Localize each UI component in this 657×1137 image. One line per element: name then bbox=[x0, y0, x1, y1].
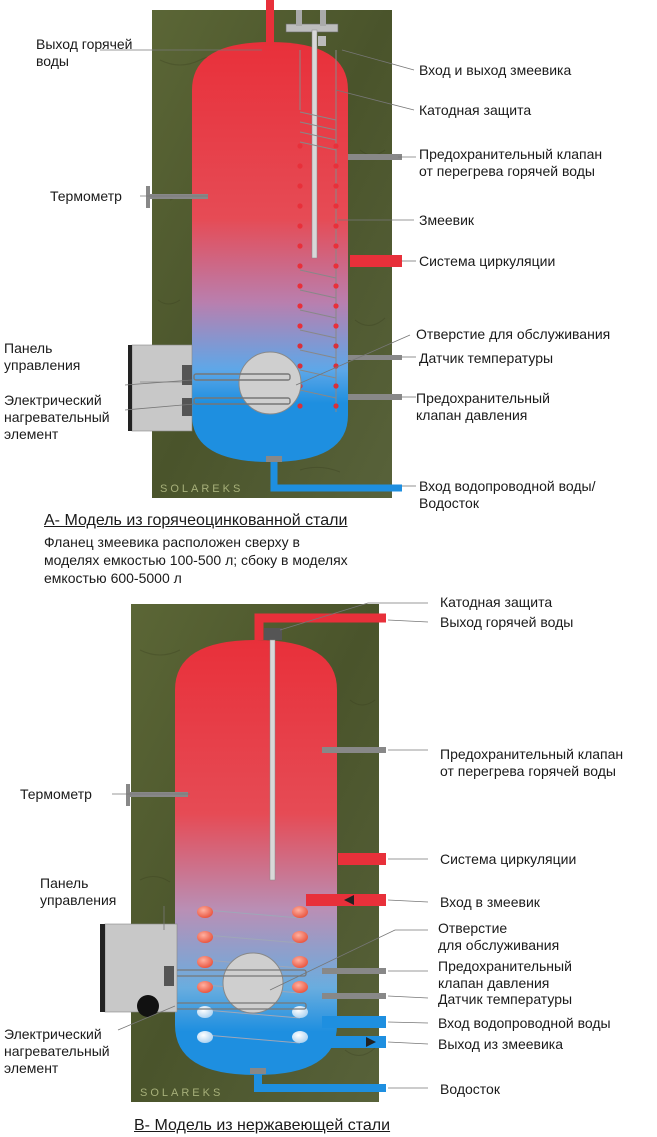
coil-turn-b bbox=[292, 906, 308, 918]
coil-turn-a bbox=[333, 163, 339, 169]
coil-turn-a bbox=[297, 203, 303, 209]
coil-turn-a bbox=[297, 283, 303, 289]
coil-turn-a bbox=[333, 283, 339, 289]
brand-a: SOLAREKS bbox=[160, 483, 243, 495]
coil-turn-b bbox=[292, 981, 308, 993]
label-cathodic-b: Катодная защита bbox=[440, 594, 553, 610]
label-circulation-b: Система циркуляции bbox=[440, 851, 577, 867]
temp-sensor-b bbox=[322, 993, 386, 999]
label-control-panel-b: Панель управления bbox=[40, 875, 117, 908]
coil-turn-a bbox=[297, 303, 303, 309]
title-b: В- Модель из нержавеющей стали bbox=[134, 1117, 391, 1134]
service-hole-b bbox=[222, 952, 284, 1014]
cathodic-anode-b bbox=[269, 639, 276, 881]
service-hole-a bbox=[238, 351, 302, 415]
coil-turn-a bbox=[297, 143, 303, 149]
coil-a bbox=[299, 50, 337, 412]
coil-turn-b bbox=[197, 981, 213, 993]
label-coil-a: Змеевик bbox=[419, 212, 475, 228]
label-coil-in-b: Вход в змеевик bbox=[440, 894, 540, 910]
label-heater-b: Электрический нагревательный элемент bbox=[4, 1026, 110, 1076]
coil-turn-a bbox=[297, 243, 303, 249]
coil-turn-a bbox=[333, 403, 339, 409]
coil-turn-a bbox=[297, 323, 303, 329]
label-circulation-a: Система циркуляции bbox=[419, 253, 556, 269]
label-water-in-b: Вход водопроводной воды bbox=[438, 1015, 611, 1031]
coil-turn-a bbox=[333, 143, 339, 149]
coil-turn-a bbox=[297, 223, 303, 229]
label-control-panel-a: Панель управления bbox=[4, 340, 81, 373]
coil-turn-b bbox=[292, 931, 308, 943]
coil-turn-b bbox=[197, 906, 213, 918]
coil-turn-a bbox=[333, 303, 339, 309]
diagram-b: SOLAREKS bbox=[100, 602, 429, 1102]
label-heater-a: Электрический нагревательный элемент bbox=[4, 392, 110, 442]
coil-turn-b bbox=[292, 956, 308, 968]
label-temp-sensor-b: Датчик температуры bbox=[438, 991, 573, 1007]
brand-b: SOLAREKS bbox=[140, 1087, 223, 1099]
diagram-a: SOLAREKS bbox=[100, 0, 416, 498]
coil-turn-b bbox=[197, 1006, 213, 1018]
leaders-a bbox=[100, 49, 416, 487]
coil-turn-b bbox=[197, 1031, 213, 1043]
coil-turn-a bbox=[297, 403, 303, 409]
coil-turn-b bbox=[292, 1031, 308, 1043]
cathodic-anode-a bbox=[311, 29, 318, 259]
label-temp-sensor-a: Датчик температуры bbox=[419, 350, 554, 366]
label-hot-out-b: Выход горячей воды bbox=[440, 614, 574, 630]
coil-turn-a bbox=[333, 323, 339, 329]
coil-out-b bbox=[322, 1036, 386, 1048]
coil-turn-a bbox=[333, 263, 339, 269]
drain-pipe-b bbox=[254, 1074, 386, 1092]
control-panel-a bbox=[131, 344, 193, 432]
heater-a bbox=[193, 373, 291, 405]
label-water-in-a: Вход водопроводной воды/ Водосток bbox=[419, 478, 596, 511]
coil-turn-a bbox=[333, 203, 339, 209]
label-relief-valve-b: Предохранительный клапан от перегрева го… bbox=[440, 746, 624, 779]
pressure-valve-a bbox=[348, 394, 402, 400]
relief-valve-b bbox=[322, 747, 386, 753]
label-drain-b: Водосток bbox=[440, 1081, 500, 1097]
label-thermometer-b: Термометр bbox=[20, 786, 92, 802]
water-in-pipe-a bbox=[270, 460, 402, 492]
label-coil-io-a: Вход и выход змеевика bbox=[419, 62, 572, 78]
hot-out-pipe-b bbox=[254, 613, 386, 640]
relief-valve-a bbox=[348, 154, 402, 160]
label-pressure-valve-a: Предохранительный клапан давления bbox=[416, 390, 550, 423]
coil-turn-b bbox=[197, 931, 213, 943]
temp-sensor-a bbox=[348, 355, 402, 360]
pressure-valve-b bbox=[322, 968, 386, 974]
circulation-a bbox=[350, 255, 402, 267]
coil-turn-a bbox=[297, 263, 303, 269]
water-in-b bbox=[322, 1016, 386, 1028]
leaders-b bbox=[112, 602, 429, 1089]
coil-turn-a bbox=[333, 243, 339, 249]
coil-turn-a bbox=[297, 343, 303, 349]
title-a: А- Модель из горячеоцинкованной стали bbox=[44, 512, 348, 529]
note-a: Фланец змеевика расположен сверху в моде… bbox=[44, 534, 348, 586]
coil-turn-a bbox=[297, 183, 303, 189]
tank-a bbox=[192, 42, 348, 462]
coil-turn-a bbox=[297, 363, 303, 369]
coil-turn-a bbox=[297, 163, 303, 169]
label-relief-valve-a: Предохранительный клапан от перегрева го… bbox=[419, 146, 603, 179]
coil-turn-a bbox=[333, 343, 339, 349]
hot-out-pipe-a bbox=[266, 0, 274, 44]
label-cathodic-a: Катодная защита bbox=[419, 102, 532, 118]
coil-turn-a bbox=[333, 183, 339, 189]
label-pressure-valve-b: Предохранительный клапан давления bbox=[438, 958, 572, 991]
coil-turn-a bbox=[333, 383, 339, 389]
label-hot-out-a: Выход горячей воды bbox=[36, 36, 133, 69]
label-service-hole-b: Отверстие для обслуживания bbox=[438, 920, 560, 953]
thermometer-b bbox=[126, 792, 188, 797]
coil-turn-b bbox=[197, 956, 213, 968]
label-service-hole-a: Отверстие для обслуживания bbox=[416, 326, 611, 342]
coil-turn-a bbox=[333, 223, 339, 229]
cathodic-cap-b bbox=[264, 628, 282, 640]
circulation-b bbox=[338, 853, 386, 865]
label-thermometer-a: Термометр bbox=[50, 188, 122, 204]
label-coil-out-b: Выход из змеевика bbox=[438, 1036, 564, 1052]
thermometer-a bbox=[146, 194, 208, 199]
